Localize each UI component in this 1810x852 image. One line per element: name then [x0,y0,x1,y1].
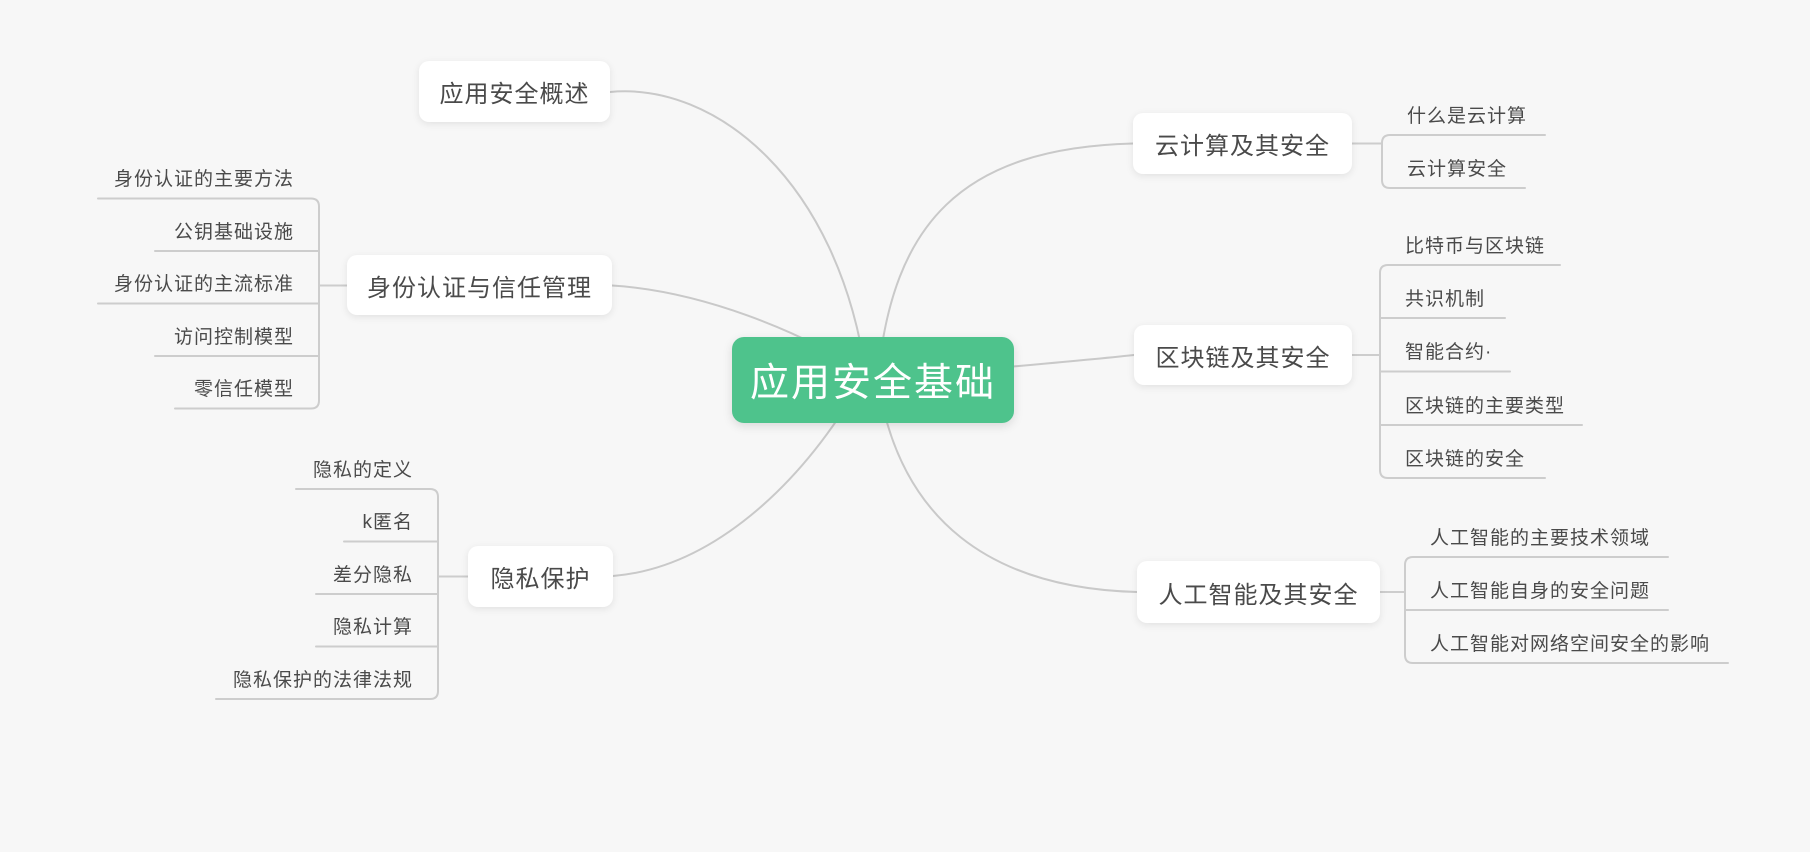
branch-node-blockchain[interactable]: 区块链及其安全 [1134,325,1352,385]
branch-node-privacy[interactable]: 隐私保护 [468,546,613,607]
child-node-privacy-0[interactable]: 隐私的定义 [312,460,413,481]
child-node-ai-1[interactable]: 人工智能自身的安全问题 [1430,581,1651,602]
child-node-identity-3[interactable]: 访问控制模型 [173,327,294,348]
child-node-blockchain-0[interactable]: 比特币与区块链 [1405,236,1546,257]
child-node-identity-2[interactable]: 身份认证的主流标准 [113,274,294,295]
child-node-ai-0[interactable]: 人工智能的主要技术领域 [1430,528,1651,549]
child-node-privacy-4[interactable]: 隐私保护的法律法规 [232,670,413,691]
child-node-ai-2[interactable]: 人工智能对网络空间安全的影响 [1430,634,1711,655]
child-node-blockchain-4[interactable]: 区块链的安全 [1405,449,1526,470]
branch-node-identity[interactable]: 身份认证与信任管理 [347,255,612,315]
branch-node-ai[interactable]: 人工智能及其安全 [1137,561,1380,623]
child-node-privacy-2[interactable]: 差分隐私 [332,565,413,586]
child-node-privacy-3[interactable]: 隐私计算 [332,617,413,638]
child-node-identity-4[interactable]: 零信任模型 [193,379,294,400]
child-node-privacy-1[interactable]: k匿名 [362,512,413,533]
child-node-blockchain-2[interactable]: 智能合约· [1405,342,1493,363]
child-node-blockchain-1[interactable]: 共识机制 [1405,289,1486,310]
child-node-blockchain-3[interactable]: 区块链的主要类型 [1405,396,1566,417]
branch-node-cloud[interactable]: 云计算及其安全 [1133,113,1352,174]
branch-node-overview[interactable]: 应用安全概述 [419,61,610,122]
child-node-cloud-1[interactable]: 云计算安全 [1407,159,1508,180]
child-node-cloud-0[interactable]: 什么是云计算 [1407,106,1528,127]
root-node[interactable]: 应用安全基础 [732,337,1014,423]
child-node-identity-0[interactable]: 身份认证的主要方法 [113,169,294,190]
child-node-identity-1[interactable]: 公钥基础设施 [173,222,294,243]
